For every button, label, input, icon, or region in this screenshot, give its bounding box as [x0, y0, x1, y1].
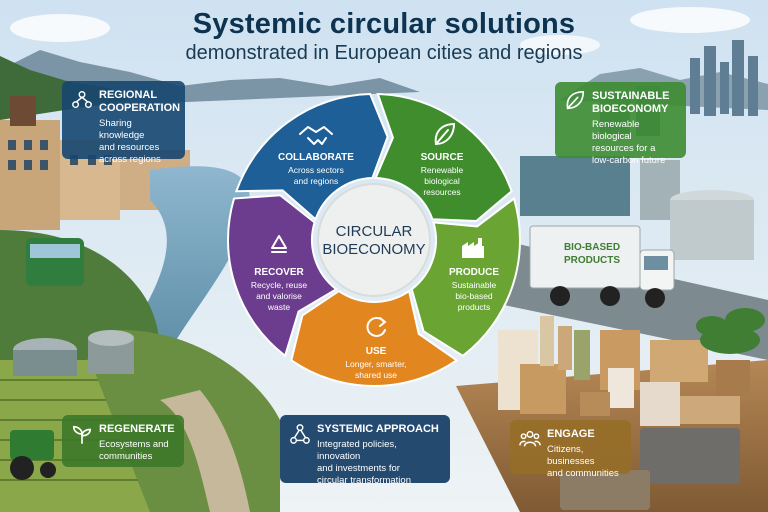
network-nodes-icon	[290, 424, 310, 444]
systemic-text-line3: circular transformation	[317, 475, 411, 486]
card-sustainable-bioeconomy: SUSTAINABLE BIOECONOMY Renewable biologi…	[555, 82, 686, 166]
cycle-center	[317, 183, 431, 297]
produce-line1: Sustainable	[452, 280, 497, 290]
systemic-title: SYSTEMIC APPROACH	[317, 423, 439, 435]
segment-produce: PRODUCE Sustainable bio-based products	[449, 238, 499, 312]
produce-line3: products	[458, 302, 491, 312]
source-line2: biological	[424, 176, 460, 186]
sustainable-title-line1: SUSTAINABLE	[592, 90, 670, 102]
recover-line1: Recycle, reuse	[251, 280, 307, 290]
recover-line2: and valorise	[256, 291, 302, 301]
segment-source: SOURCE Renewable biological resources	[421, 122, 464, 197]
cycle-arrow-source	[374, 93, 513, 223]
card-engage: ENGAGE Citizens, businesses and communit…	[510, 420, 631, 479]
use-line2: shared use	[355, 370, 397, 380]
page-title: Systemic circular solutions	[192, 8, 576, 40]
regenerate-title: REGENERATE	[99, 423, 175, 435]
engage-title: ENGAGE	[547, 428, 595, 440]
group-icon	[519, 430, 541, 447]
segment-recover: RECOVER Recycle, reuse and valorise wast…	[251, 235, 307, 312]
recover-title: RECOVER	[254, 267, 304, 278]
cycle-center-label-line2: BIOECONOMY	[322, 241, 425, 258]
regenerate-text-line1: Ecosystems and	[99, 439, 169, 450]
cycle-arrow-use	[290, 289, 459, 387]
regional-text-line3: across regions	[99, 154, 161, 165]
regional-text-line2: and resources	[99, 142, 160, 153]
sustainable-text-line2: resources for a	[592, 143, 656, 154]
systemic-text-line1: Integrated policies, innovation	[317, 439, 397, 462]
regional-text-line1: Sharing knowledge	[99, 118, 145, 141]
cycle-arrow-produce	[410, 196, 521, 358]
people-network-icon	[72, 91, 92, 109]
collaborate-line2: and regions	[294, 176, 338, 186]
sustainable-text-line3: low-carbon future	[592, 155, 666, 166]
use-line1: Longer, smarter,	[345, 359, 406, 369]
engage-text-line1: Citizens, businesses	[547, 444, 595, 467]
recycle-icon	[271, 235, 287, 253]
card-regenerate: REGENERATE Ecosystems and communities	[62, 415, 184, 467]
sustainable-text-line1: Renewable biological	[592, 119, 640, 142]
cycle-center-label-line1: CIRCULAR	[336, 223, 413, 240]
collaborate-title: COLLABORATE	[278, 152, 354, 163]
card-systemic-approach: SYSTEMIC APPROACH Integrated policies, i…	[280, 415, 450, 486]
systemic-text-line2: and investments for	[317, 463, 400, 474]
segment-collaborate: COLLABORATE Across sectors and regions	[278, 126, 354, 186]
page-subtitle: demonstrated in European cities and regi…	[185, 42, 583, 64]
source-title: SOURCE	[421, 152, 464, 163]
truck-label: BIO-BASED PRODUCTS	[564, 242, 620, 266]
card-regional-cooperation: REGIONAL COOPERATION Sharing knowledge a…	[62, 81, 185, 165]
leaf-icon	[566, 91, 585, 110]
handshake-icon	[299, 126, 333, 145]
use-title: USE	[366, 346, 387, 357]
engage-text-line2: and communities	[547, 468, 619, 479]
regional-title-line2: COOPERATION	[99, 102, 181, 114]
source-line1: Renewable	[421, 165, 464, 175]
recover-line3: waste	[267, 302, 290, 312]
produce-title: PRODUCE	[449, 267, 499, 278]
cycle-arrow-recover	[227, 194, 339, 358]
sprout-icon	[72, 425, 92, 444]
leaf-icon	[434, 122, 456, 146]
produce-line2: bio-based	[455, 291, 493, 301]
cycle-arrow-collaborate	[234, 93, 389, 222]
sustainable-title-line2: BIOECONOMY	[592, 103, 669, 115]
segment-use: USE Longer, smarter, shared use	[345, 317, 407, 380]
regenerate-text-line2: communities	[99, 451, 153, 462]
regional-title-line1: REGIONAL	[99, 89, 158, 101]
truck-label-line2: PRODUCTS	[564, 255, 620, 266]
collaborate-line1: Across sectors	[288, 165, 344, 175]
source-line3: resources	[423, 187, 460, 197]
factory-icon	[462, 238, 484, 258]
truck-label-line1: BIO-BASED	[564, 242, 620, 253]
refresh-icon	[366, 317, 387, 337]
